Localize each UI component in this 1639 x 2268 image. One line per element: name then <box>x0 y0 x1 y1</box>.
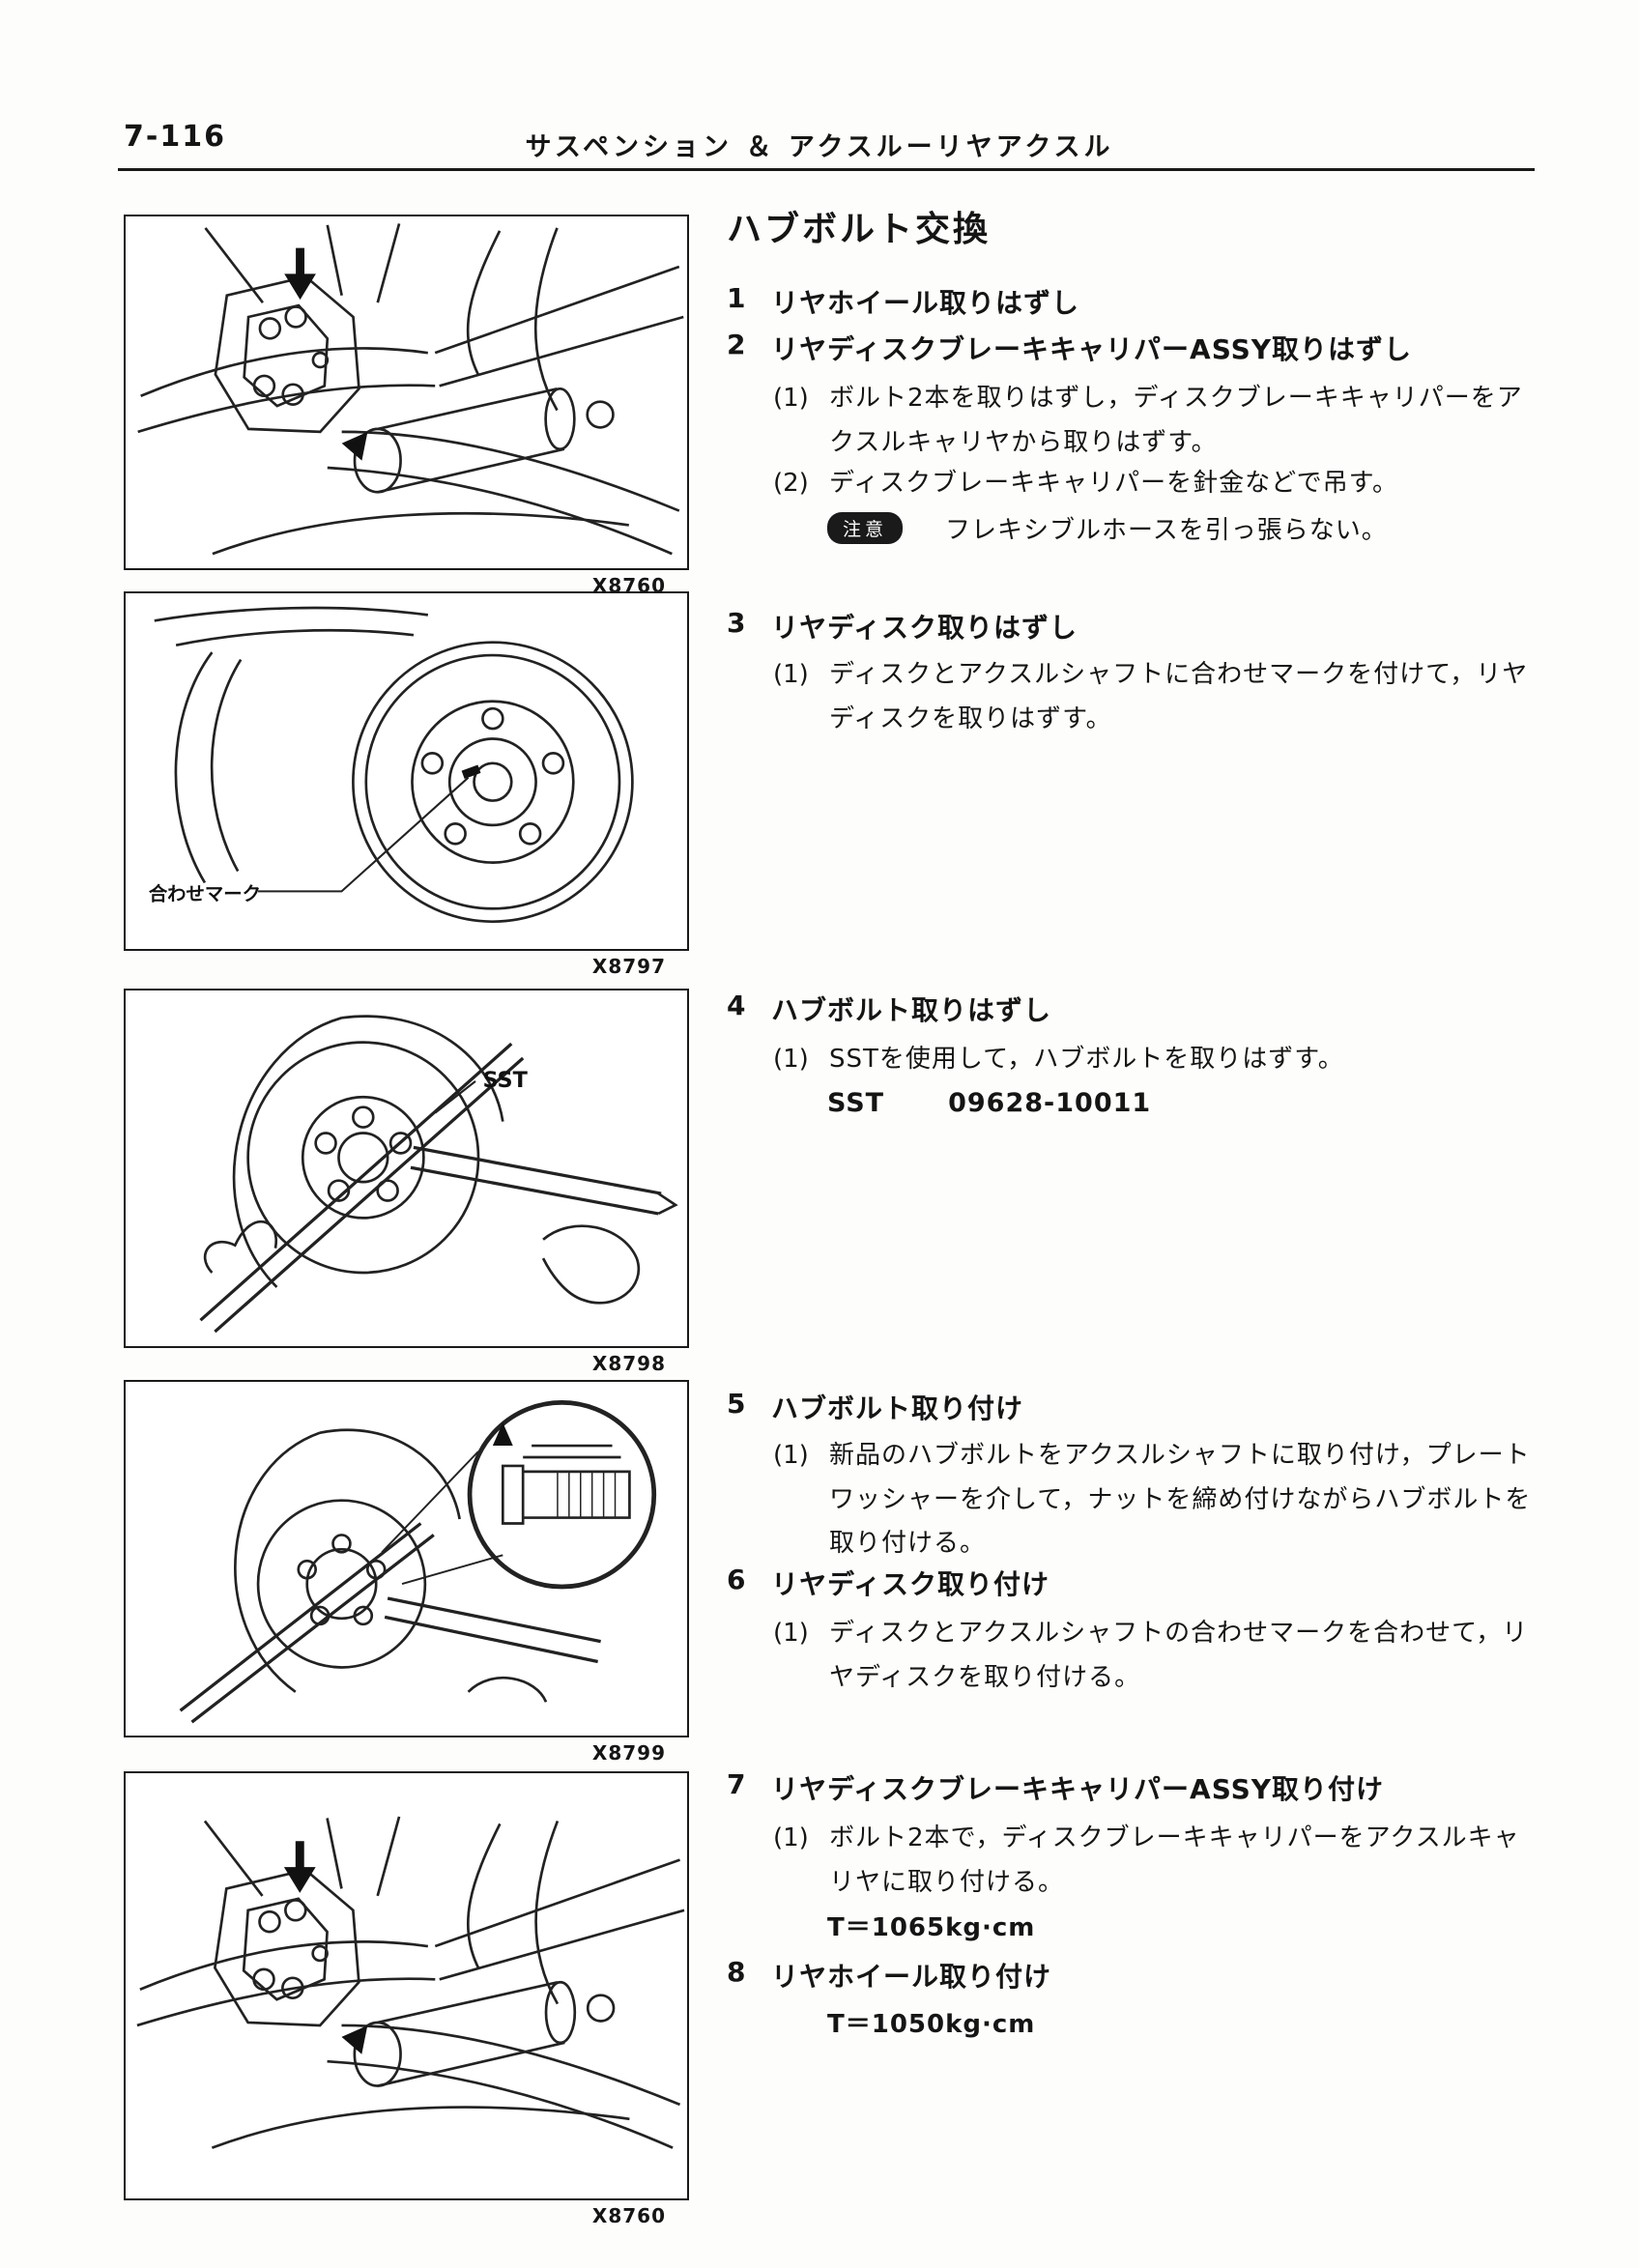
figure-hubbolt-install <box>124 1380 689 1737</box>
substep-text: ディスクとアクスルシャフトの合わせマークを合わせて，リヤディスクを取り付ける。 <box>829 1619 1529 1692</box>
figure-code: X8760 <box>591 2204 666 2227</box>
step-title: リヤディスク取りはずし <box>771 612 1078 644</box>
step-6-substep-1: (1) ディスクとアクスルシャフトの合わせマークを合わせて，リヤディスクを取り付… <box>773 1612 1538 1700</box>
substep-text: 新品のハブボルトをアクスルシャフトに取り付け，プレートワッシャーを介して，ナット… <box>829 1441 1532 1558</box>
step-8: 8 リヤホイール取り付け <box>727 1956 1596 1995</box>
substep-number: (1) <box>773 1619 809 1648</box>
sst-part-number: SST 09628-10011 <box>827 1088 1151 1118</box>
step-title: ハブボルト取りはずし <box>771 994 1052 1026</box>
page-number: 7-116 <box>124 120 226 154</box>
sst-tool-illustration: SST <box>199 1015 678 1334</box>
figure-sst-removal: SST <box>124 989 689 1348</box>
substep-number: (1) <box>773 1441 809 1470</box>
step-2-substep-2: (2) ディスクブレーキキャリパーを針金などで吊す。 <box>773 462 1538 506</box>
figure-caliper-install <box>124 1771 689 2200</box>
step-title: リヤディスクブレーキキャリパーASSY取りはずし <box>771 333 1413 365</box>
figure-disc-matchmark: 合わせマーク <box>124 591 689 951</box>
torque-spec: T＝1050kg·cm <box>827 2010 1036 2039</box>
substep-number: (1) <box>773 660 809 689</box>
step-3: 3 リヤディスク取りはずし <box>727 607 1596 646</box>
step-title: リヤディスクブレーキキャリパーASSY取り付け <box>771 1773 1385 1805</box>
substep-number: (1) <box>773 384 809 413</box>
step-title: ハブボルト取り付け <box>771 1392 1024 1424</box>
sst-callout-label: SST <box>482 1068 528 1093</box>
step-number: 4 <box>727 990 747 1021</box>
substep-text: ボルト2本を取りはずし，ディスクブレーキキャリパーをアクスルキャリヤから取りはず… <box>829 384 1523 457</box>
step-title: リヤディスク取り付け <box>771 1568 1050 1600</box>
brake-disc-illustration: 合わせマーク <box>149 606 634 924</box>
figure-code: X8797 <box>591 955 666 978</box>
step-7: 7 リヤディスクブレーキキャリパーASSY取り付け <box>727 1768 1596 1807</box>
step-number: 2 <box>727 329 747 360</box>
substep-number: (1) <box>773 1823 809 1852</box>
substep-text: ディスクブレーキキャリパーを針金などで吊す。 <box>829 469 1399 498</box>
sst-label: SST <box>827 1088 885 1118</box>
step-number: 6 <box>727 1564 747 1595</box>
step-title: リヤホイール取りはずし <box>771 287 1080 319</box>
step-4: 4 ハブボルト取りはずし <box>727 990 1596 1028</box>
step-2-substep-1: (1) ボルト2本を取りはずし，ディスクブレーキキャリパーをアクスルキャリヤから… <box>773 377 1538 465</box>
substep-text: ボルト2本で，ディスクブレーキキャリパーをアクスルキャリヤに取り付ける。 <box>829 1823 1520 1897</box>
step-title: リヤホイール取り付け <box>771 1961 1052 1993</box>
rear-suspension-caliper-illustration <box>137 223 684 556</box>
step-2: 2 リヤディスクブレーキキャリパーASSY取りはずし <box>727 329 1596 367</box>
step-number: 1 <box>727 282 747 314</box>
caution-text: フレキシブルホースを引っ張らない。 <box>945 516 1388 545</box>
figure-code: X8798 <box>591 1352 666 1375</box>
caution-note: 注意 フレキシブルホースを引っ張らない。 <box>827 510 1388 546</box>
step-number: 5 <box>727 1388 747 1420</box>
step-3-substep-1: (1) ディスクとアクスルシャフトに合わせマークを付けて，リヤディスクを取りはず… <box>773 653 1538 741</box>
step-4-substep-1: (1) SSTを使用して，ハブボルトを取りはずす。 <box>773 1038 1538 1082</box>
header-rule <box>118 168 1535 171</box>
torque-spec: T＝1065kg·cm <box>827 1913 1036 1942</box>
substep-number: (2) <box>773 469 809 498</box>
rear-suspension-caliper-illustration <box>136 1816 685 2149</box>
step-6: 6 リヤディスク取り付け <box>727 1564 1596 1602</box>
page-title: ハブボルト交換 <box>727 210 992 249</box>
step-1: 1 リヤホイール取りはずし <box>727 282 1596 321</box>
step-number: 3 <box>727 607 747 639</box>
figure-code: X8799 <box>591 1741 666 1765</box>
step-number: 7 <box>727 1768 747 1800</box>
matchmark-callout-label: 合わせマーク <box>149 882 261 904</box>
substep-number: (1) <box>773 1045 809 1074</box>
step-7-substep-1: (1) ボルト2本で，ディスクブレーキキャリパーをアクスルキャリヤに取り付ける。 <box>773 1817 1538 1905</box>
figure-caliper-removal <box>124 215 689 570</box>
substep-text: SSTを使用して，ハブボルトを取りはずす。 <box>829 1045 1344 1074</box>
hub-bolt-inset-illustration <box>179 1399 657 1724</box>
substep-text: ディスクとアクスルシャフトに合わせマークを付けて，リヤディスクを取りはずす。 <box>829 660 1529 733</box>
step-5: 5 ハブボルト取り付け <box>727 1388 1596 1426</box>
section-header: サスペンション ＆ アクスルーリヤアクスル <box>525 132 1114 162</box>
sst-value: 09628-10011 <box>948 1088 1152 1118</box>
caution-badge: 注意 <box>827 512 904 544</box>
step-5-substep-1: (1) 新品のハブボルトをアクスルシャフトに取り付け，プレートワッシャーを介して… <box>773 1434 1538 1566</box>
step-number: 8 <box>727 1956 747 1988</box>
